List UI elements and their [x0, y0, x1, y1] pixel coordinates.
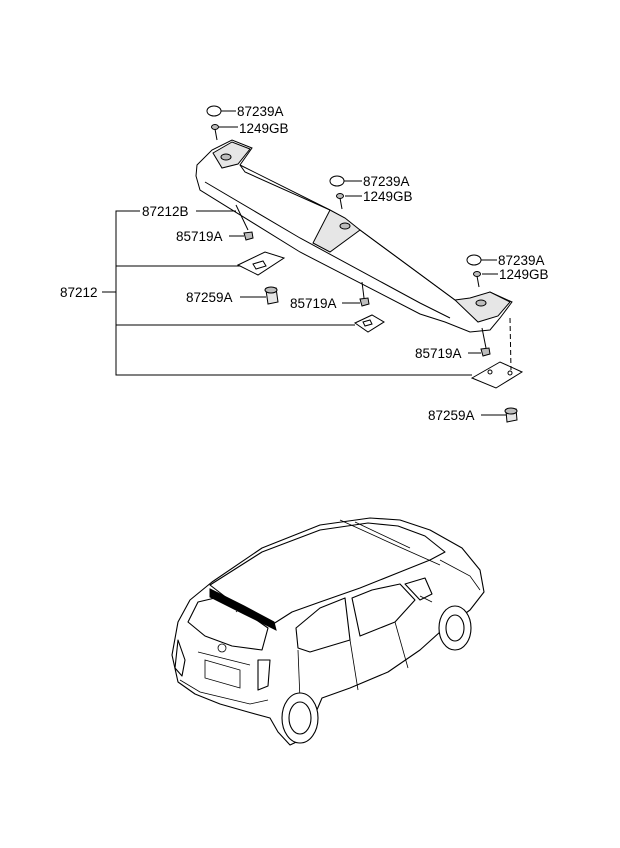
mounting-holes [220, 153, 487, 307]
label-cap-1: 87239A [237, 104, 284, 119]
clip-85719a-icon [243, 231, 491, 357]
label-clip-3: 85719A [415, 346, 462, 361]
leader-lines [102, 110, 506, 416]
label-cap-2: 87239A [363, 174, 410, 189]
rear-spoiler [195, 139, 513, 349]
screw-1249gb-icon [211, 124, 481, 288]
label-grommet-1: 87259A [186, 290, 233, 305]
label-clip-2: 85719A [290, 296, 337, 311]
grommet-87259a-icon [264, 286, 518, 423]
label-screw-1: 1249GB [239, 121, 289, 136]
label-grommet-2: 87259A [428, 408, 475, 423]
label-screw-2: 1249GB [363, 189, 413, 204]
label-screw-3: 1249GB [499, 267, 549, 282]
label-cap-3: 87239A [498, 253, 545, 268]
label-assembly: 87212 [60, 285, 98, 300]
label-clip-1: 85719A [176, 229, 223, 244]
part-labels: 87239A 1249GB 87239A 1249GB 87239A 1249G… [60, 104, 549, 423]
label-spoiler-body: 87212B [142, 204, 189, 219]
vehicle-locator-icon [171, 517, 485, 746]
gasket-pad-icon [236, 251, 524, 389]
